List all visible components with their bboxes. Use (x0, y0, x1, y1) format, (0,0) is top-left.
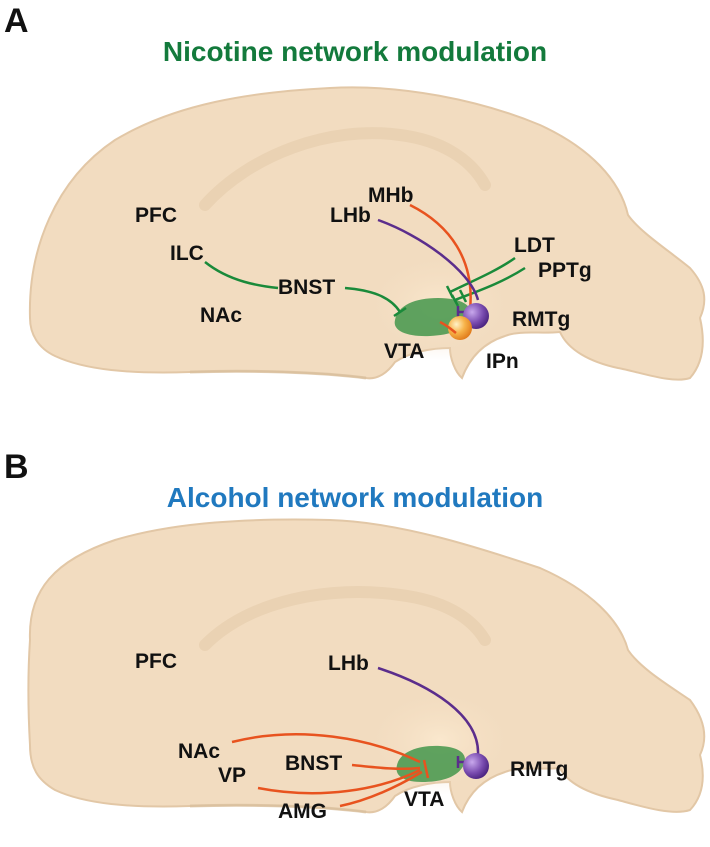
panel-a-ipn-neuron (448, 316, 472, 340)
panel-b-path-vp (257, 768, 421, 795)
panel-a-path-pptg (454, 266, 526, 302)
label-bnst: BNST (278, 276, 335, 299)
panel-a-corpus-callosum (199, 127, 491, 211)
label-b-bnst: BNST (285, 752, 342, 775)
panel-b-diagram: PFC LHb NAc VP BNST AMG VTA RMTg (27, 518, 706, 823)
label-vta: VTA (384, 340, 424, 363)
panel-a-title: Nicotine network modulation (162, 36, 548, 67)
panel-b-letter: B (4, 448, 29, 486)
label-b-rmtg: RMTg (510, 758, 568, 781)
label-ldt: LDT (514, 234, 555, 257)
label-rmtg: RMTg (512, 308, 570, 331)
label-mhb: MHb (368, 184, 414, 207)
panel-b-brain-outline (27, 518, 706, 814)
label-ilc: ILC (170, 242, 204, 265)
label-b-amg: AMG (278, 800, 327, 823)
label-b-vp: VP (218, 764, 246, 787)
label-b-lhb: LHb (328, 652, 369, 675)
label-lhb: LHb (330, 204, 371, 227)
label-nac: NAc (200, 304, 242, 327)
label-pptg: PPTg (538, 259, 592, 282)
panel-a-path-ilc-bnst (204, 261, 279, 290)
panel-b-title: Alcohol network modulation (166, 482, 544, 513)
panel-a-path-bnst-vta (344, 286, 402, 313)
panel-a-path-lhb (377, 218, 480, 301)
panel-b-corpus-callosum (199, 586, 491, 651)
panel-a-path-mhb (409, 203, 472, 311)
panel-b-rmtg-neuron (463, 753, 489, 779)
label-b-nac: NAc (178, 740, 220, 763)
panel-a-letter: A (4, 2, 29, 40)
panel-b-path-lhb (377, 666, 480, 756)
panel-a-diagram: MHb LHb PFC ILC LDT PPTg BNST NAc RMTg V… (28, 86, 706, 381)
panel-b-path-nac (231, 733, 421, 764)
panel-b-path-bnst (351, 763, 421, 771)
label-ipn: IPn (486, 350, 519, 373)
label-b-pfc: PFC (135, 650, 177, 673)
label-pfc: PFC (135, 204, 177, 227)
panel-a-path-ldt (449, 256, 516, 294)
label-b-vta: VTA (404, 788, 444, 811)
panel-b-path-amg (339, 770, 423, 808)
